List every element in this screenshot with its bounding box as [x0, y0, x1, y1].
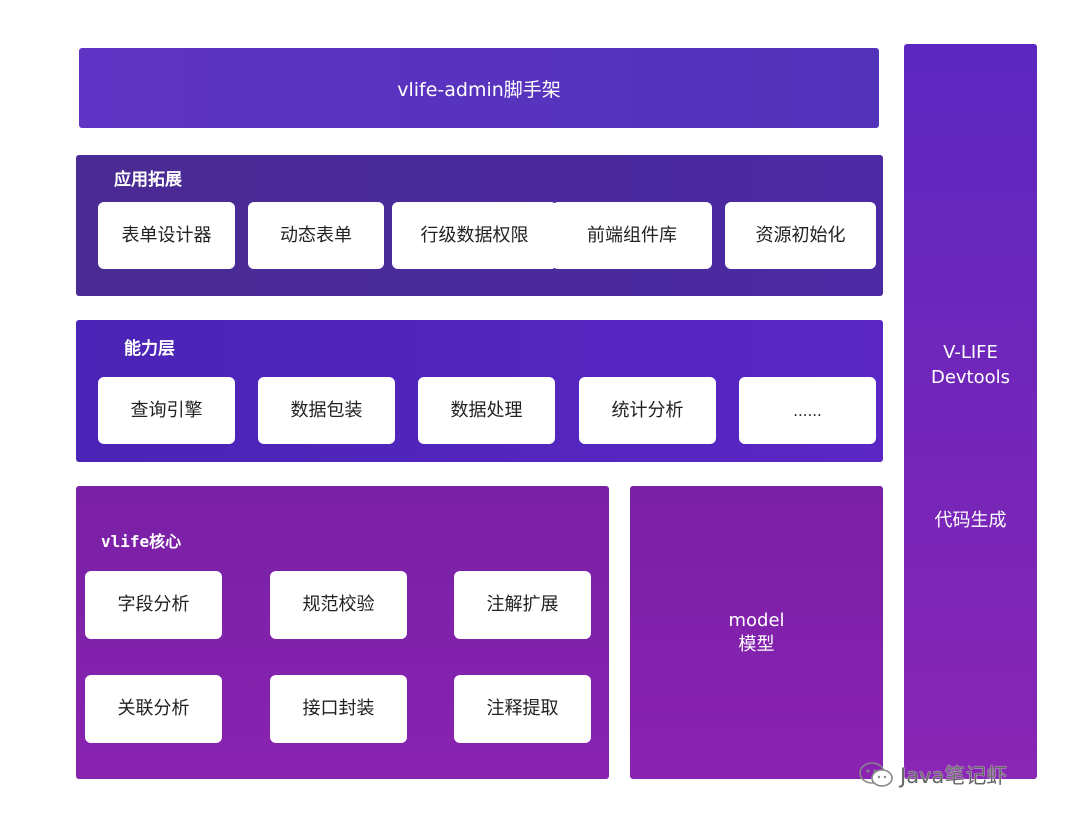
model-label: model	[728, 609, 785, 631]
devtools-column: V-LIFE Devtools 代码生成	[904, 44, 1037, 779]
relation-analysis-card: 关联分析	[85, 675, 222, 743]
watermark-text: Java笔记虾	[900, 764, 1008, 788]
form-designer-card: 表单设计器	[98, 202, 235, 269]
model-label-cn: 模型	[738, 633, 775, 655]
codegen-label: 代码生成	[934, 510, 1007, 531]
more-card: ......	[739, 377, 876, 444]
dynamic-form-card: 动态表单	[248, 202, 384, 269]
capability-label: 能力层	[124, 339, 175, 359]
api-wrap-card: 接口封装	[270, 675, 407, 743]
row-permission-card: 行级数据权限	[392, 202, 557, 269]
wechat-icon	[859, 762, 893, 787]
watermark: Java笔记虾	[858, 760, 1007, 790]
app-extension-layer: 应用拓展 表单设计器 动态表单 行级数据权限 前端组件库 资源初始化	[76, 155, 883, 296]
scaffold-title: vlife-admin脚手架	[397, 78, 561, 101]
devtools-title-line2: Devtools	[930, 367, 1011, 388]
scaffold-banner: vlife-admin脚手架	[79, 48, 879, 128]
comment-extract-card: 注释提取	[454, 675, 591, 743]
capability-layer: 能力层 查询引擎 数据包装 数据处理 统计分析 ......	[76, 320, 883, 462]
data-wrap-card: 数据包装	[258, 377, 395, 444]
model-block: model 模型	[630, 486, 883, 779]
validation-card: 规范校验	[270, 571, 407, 639]
field-analysis-card: 字段分析	[85, 571, 222, 639]
data-process-card: 数据处理	[418, 377, 555, 444]
statistics-card: 统计分析	[579, 377, 716, 444]
annotation-ext-card: 注解扩展	[454, 571, 591, 639]
devtools-title: V-LIFE Devtools	[904, 340, 1037, 390]
resource-init-card: 资源初始化	[725, 202, 876, 269]
vlife-core-layer: vlife核心 字段分析 规范校验 注解扩展 关联分析 接口封装 注释提取	[76, 486, 609, 779]
frontend-components-card: 前端组件库	[552, 202, 712, 269]
devtools-title-line1: V-LIFE	[943, 342, 998, 363]
query-engine-card: 查询引擎	[98, 377, 235, 444]
app-extension-label: 应用拓展	[114, 170, 182, 190]
vlife-core-label: vlife核心	[101, 532, 182, 551]
